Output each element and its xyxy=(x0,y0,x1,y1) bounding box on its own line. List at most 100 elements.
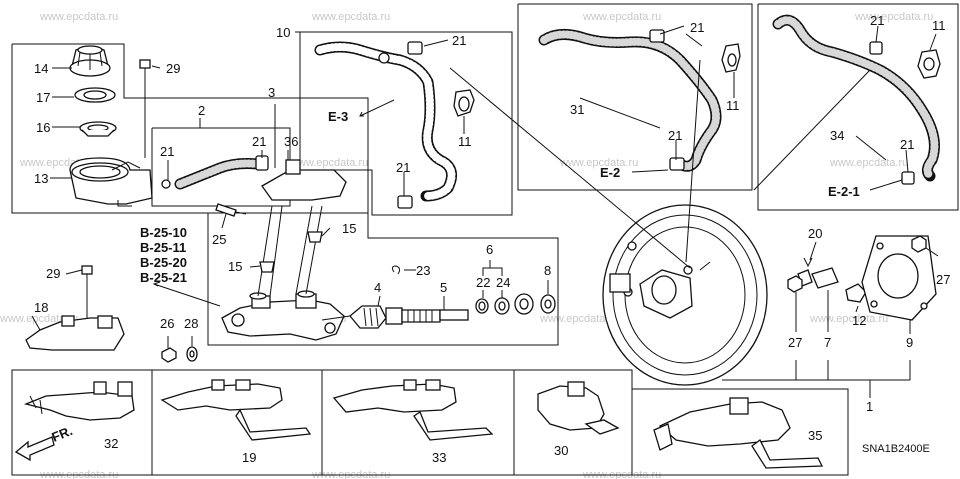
label-4: 4 xyxy=(374,280,381,295)
reference-labels: E-3 E-2 E-2-1 B-25-10 B-25-11 B-25-20 B-… xyxy=(140,109,860,285)
bolt-25 xyxy=(215,203,247,217)
label-21: 21 xyxy=(900,137,914,152)
label-35: 35 xyxy=(808,428,822,443)
label-30: 30 xyxy=(554,443,568,458)
label-10: 10 xyxy=(276,25,290,40)
bracket-19 xyxy=(160,379,312,441)
hose-e21-frame xyxy=(757,3,959,211)
label-21: 21 xyxy=(252,134,266,149)
label-18: 18 xyxy=(34,300,48,315)
label-15: 15 xyxy=(228,259,242,274)
check-valve-7 xyxy=(797,267,839,289)
clip-23 xyxy=(391,265,401,275)
ref-e2[interactable]: E-2 xyxy=(600,165,620,180)
master-cylinder-frame xyxy=(140,212,559,346)
reservoir-filter xyxy=(74,87,117,137)
watermark: www.epcdata.ru xyxy=(854,11,933,23)
label-17: 17 xyxy=(36,90,50,105)
ref-e3[interactable]: E-3 xyxy=(328,109,348,124)
label-22: 22 xyxy=(476,275,490,290)
grommet-12 xyxy=(845,283,867,303)
seal-kit-8 xyxy=(514,293,556,315)
front-arrow-icon xyxy=(14,436,55,462)
label-13: 13 xyxy=(34,171,48,186)
part-labels: 14 17 16 13 29 2 3 21 21 36 25 15 15 29 … xyxy=(34,13,950,465)
label-23: 23 xyxy=(416,263,430,278)
watermark: www.epcdata.ru xyxy=(289,157,368,169)
label-21: 21 xyxy=(396,160,410,175)
seal-24 xyxy=(494,297,510,315)
label-29: 29 xyxy=(46,266,60,281)
bracket-18 xyxy=(25,315,125,351)
watermark: www.epcdata.ru xyxy=(311,469,390,479)
brake-booster xyxy=(602,204,768,386)
watermarks: www.epcdata.ru www.epcdata.ru www.epcdat… xyxy=(0,11,933,479)
label-33: 33 xyxy=(432,450,446,465)
label-20: 20 xyxy=(808,226,822,241)
hose-e2-frame xyxy=(517,3,753,191)
label-28: 28 xyxy=(184,316,198,331)
label-5: 5 xyxy=(440,280,447,295)
label-8: 8 xyxy=(544,263,551,278)
label-11: 11 xyxy=(932,18,946,33)
label-21: 21 xyxy=(160,144,174,159)
label-29: 29 xyxy=(166,61,180,76)
label-16: 16 xyxy=(36,120,50,135)
label-24: 24 xyxy=(496,275,510,290)
label-27: 27 xyxy=(936,272,950,287)
watermark: www.epcdata.ru xyxy=(559,157,638,169)
seal-15 xyxy=(259,231,323,273)
label-26: 26 xyxy=(160,316,174,331)
hose-clip-11-e3 xyxy=(453,89,475,117)
piston-assembly xyxy=(321,305,469,329)
washer-22 xyxy=(475,298,489,314)
label-12: 12 xyxy=(852,313,866,328)
bracket-30 xyxy=(537,381,620,435)
reservoir-tank xyxy=(69,157,153,207)
hose-clip-11-e21 xyxy=(917,49,941,79)
watermark: www.epcdata.ru xyxy=(311,11,390,23)
master-cylinder-upper xyxy=(257,159,347,297)
label-31: 31 xyxy=(570,102,584,117)
ref-b2510[interactable]: B-25-10 xyxy=(140,225,187,240)
bracket-35-frame xyxy=(631,388,849,476)
hose-clip-11-e2 xyxy=(721,43,741,73)
diagram-code: SNA1B2400E xyxy=(862,443,930,455)
vacuum-hose-34 xyxy=(772,14,940,185)
bolt-29-lower xyxy=(81,265,93,286)
label-7: 7 xyxy=(824,335,831,350)
leader-lines xyxy=(31,25,939,398)
label-27: 27 xyxy=(788,335,802,350)
label-19: 19 xyxy=(242,450,256,465)
label-11: 11 xyxy=(458,134,472,149)
reservoir-hose-2 xyxy=(161,155,269,190)
gasket-9 xyxy=(861,235,937,321)
label-14: 14 xyxy=(34,61,48,76)
ref-b2520[interactable]: B-25-20 xyxy=(140,255,187,270)
watermark: www.epcdata.ru xyxy=(39,11,118,23)
watermark: www.epcdata.ru xyxy=(539,313,618,325)
label-34: 34 xyxy=(830,128,844,143)
vacuum-hose-31 xyxy=(538,29,722,172)
direction-label: FR. xyxy=(50,423,75,445)
label-3: 3 xyxy=(268,85,275,100)
nut-26-washer-28 xyxy=(161,346,198,363)
watermark: www.epcdata.ru xyxy=(829,157,908,169)
ref-b2521[interactable]: B-25-21 xyxy=(140,270,187,285)
ref-b2511[interactable]: B-25-11 xyxy=(140,240,186,255)
bracket-35 xyxy=(653,397,824,469)
reservoir-cap xyxy=(69,45,111,77)
label-6: 6 xyxy=(486,242,493,257)
label-32: 32 xyxy=(104,436,118,451)
ref-e21[interactable]: E-2-1 xyxy=(828,184,860,199)
bolt-29-upper xyxy=(139,59,151,80)
bracket-33 xyxy=(332,379,494,441)
label-1: 1 xyxy=(866,399,873,414)
watermark: www.epcdata.ru xyxy=(582,11,661,23)
diagram-frames xyxy=(11,3,959,476)
master-cylinder-body xyxy=(221,290,345,341)
reservoir-group-frame xyxy=(11,43,369,214)
label-21: 21 xyxy=(668,128,682,143)
vacuum-hose-10 xyxy=(314,41,458,209)
